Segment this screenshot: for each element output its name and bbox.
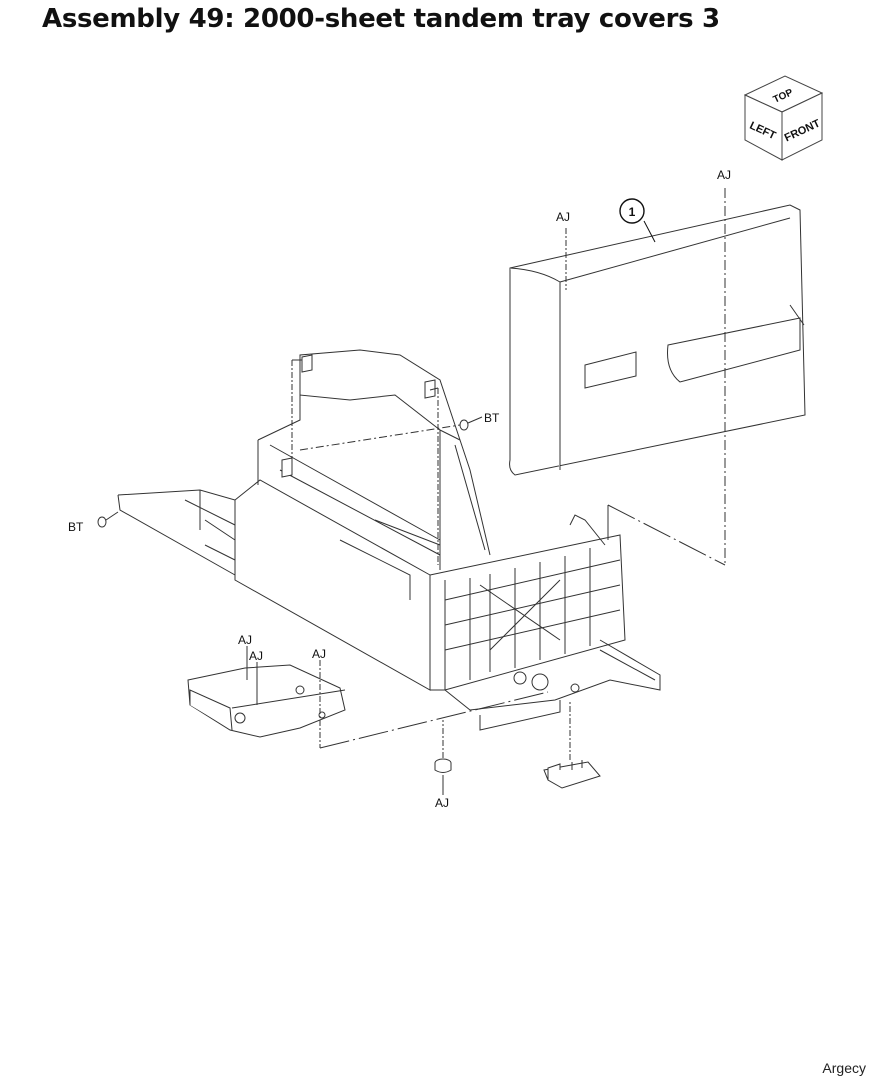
callout-part-1-label: 1 [629, 205, 636, 219]
clip-leader-lines [291, 359, 461, 565]
callout-part-1: 1 [619, 198, 656, 243]
motor-leader-lines [246, 646, 549, 749]
orientation-cube: TOP LEFT FRONT [743, 75, 824, 161]
watermark: Argecy [822, 1060, 866, 1076]
callout-bt-right-label: BT [484, 411, 500, 425]
page-title: Assembly 49: 2000-sheet tandem tray cove… [42, 4, 720, 34]
bottom-gear-part [434, 720, 452, 795]
callout-aj-cover-top-left-label: AJ [556, 210, 570, 224]
front-cover-part [509, 204, 806, 476]
bt-screw-left: BT [68, 511, 119, 534]
tray-frame-part [117, 349, 661, 731]
bottom-bracket-part [543, 700, 601, 789]
callout-aj-motor-a-label: AJ [238, 633, 252, 647]
callout-aj-cover-top-right-label: AJ [717, 168, 731, 182]
frame-clips [281, 354, 436, 478]
callout-bt-left-label: BT [68, 520, 84, 534]
bt-screw-right: BT [459, 411, 500, 431]
drive-motor-assembly [187, 664, 346, 738]
callout-aj-bottom-gear-label: AJ [435, 796, 449, 810]
callout-aj-motor-b-label: AJ [249, 649, 263, 663]
callout-aj-motor-c-label: AJ [312, 647, 326, 661]
